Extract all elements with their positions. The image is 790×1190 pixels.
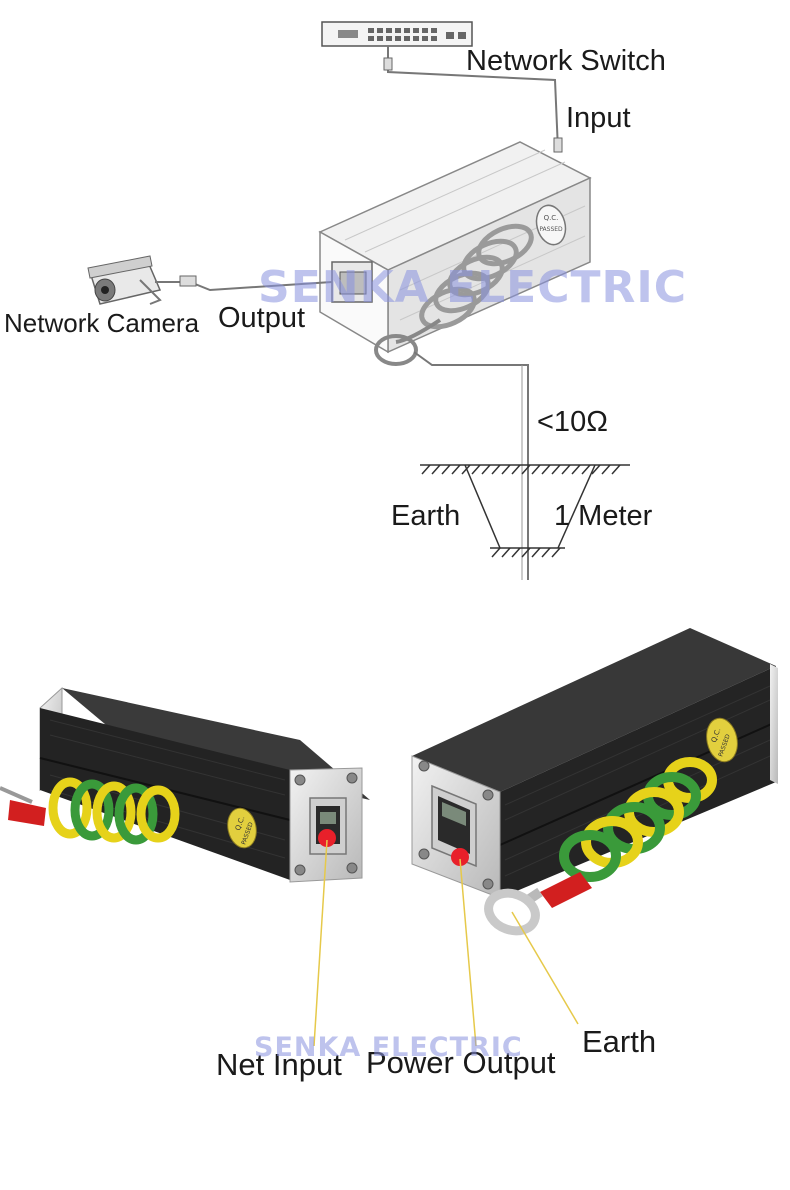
ground-wire xyxy=(413,351,529,580)
watermark-bottom: SENKA ELECTRIC xyxy=(254,1032,523,1063)
qc-stamp-line-2: PASSED xyxy=(539,226,563,233)
network-switch-label: Network Switch xyxy=(466,45,666,77)
earth-pit-icon xyxy=(420,464,630,558)
resistance-label: <10Ω xyxy=(537,406,608,438)
power-output-label: Power Output xyxy=(366,1045,556,1080)
earth-label: Earth xyxy=(391,500,461,532)
network-switch-icon xyxy=(321,21,473,47)
input-label: Input xyxy=(566,102,631,134)
net-input-label: Net Input xyxy=(216,1047,342,1082)
earth-photo-label: Earth xyxy=(582,1024,657,1059)
output-label: Output xyxy=(218,302,306,334)
network-camera-icon xyxy=(87,255,162,305)
callout-lines xyxy=(313,839,579,1047)
network-camera-label: Network Camera xyxy=(4,308,200,338)
depth-label: 1 Meter xyxy=(554,500,653,532)
watermark-top: SENKA ELECTRIC xyxy=(258,262,688,313)
surge-protector-sketch: Q.C. PASSED xyxy=(318,141,592,366)
wiring-diagram: Q.C. PASSED xyxy=(87,21,630,580)
surge-protector-left: Q.C. PASSED xyxy=(0,686,370,883)
output-cable xyxy=(155,281,333,292)
qc-stamp-line-1: Q.C. xyxy=(544,214,559,222)
surge-protector-right: Q.C. PASSED xyxy=(411,628,778,936)
product-photo: Q.C. PASSED xyxy=(0,628,778,1047)
